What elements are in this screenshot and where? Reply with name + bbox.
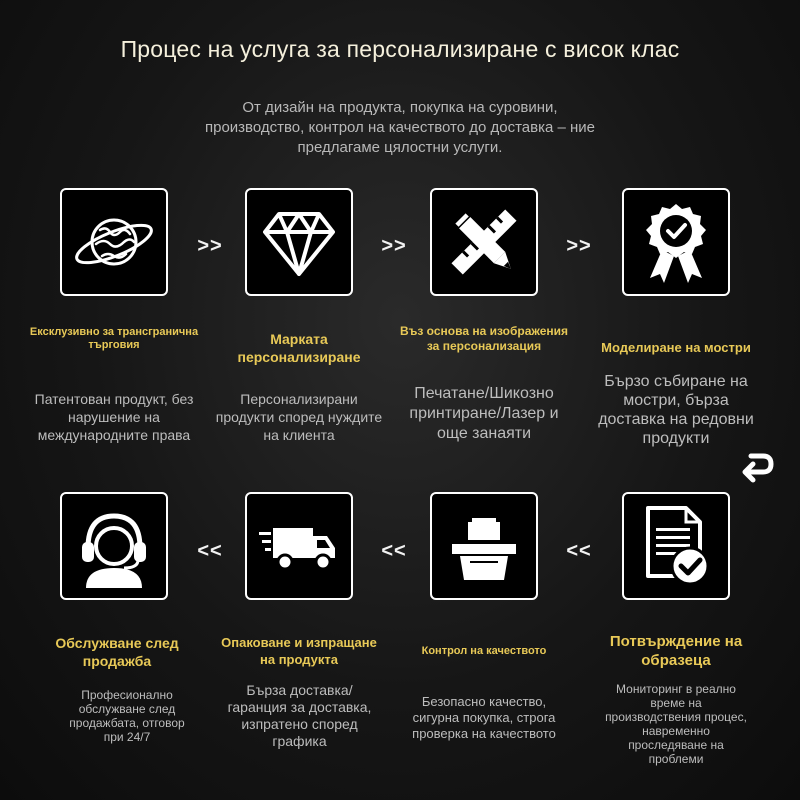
diamond-icon [263, 212, 335, 276]
step-2-label: Марката персонализиране [237, 331, 361, 365]
step-arrow-5: << [197, 540, 223, 562]
step-8-label: Обслужване след продажба [55, 635, 179, 669]
step-6-icon-box [430, 492, 538, 600]
step-3-desc: Печатане/Шикозно принтиране/Лазер и още … [409, 385, 559, 442]
step-4-icon-box [622, 188, 730, 296]
step-arrow-6: << [381, 540, 407, 562]
step-5-desc: Мониторинг в реално време на производств… [605, 682, 747, 766]
step-7-desc: Бърза доставка/гаранция за доставка, изп… [227, 682, 372, 749]
step-2-desc: Персонализирани продукти според нуждите … [215, 391, 383, 443]
delivery-truck-icon [259, 528, 335, 571]
ruler-pencil-icon [451, 209, 517, 275]
step-4-label: Моделиране на мостри [601, 340, 751, 355]
step-6-desc: Безопасно качество, сигурна покупка, стр… [412, 694, 556, 741]
step-8-desc: Професионално обслужване след продажбата… [69, 688, 185, 744]
step-3-icon-box [430, 188, 538, 296]
return-arrow-icon [742, 453, 774, 483]
step-5-label: Потвърждение на образеца [609, 633, 743, 669]
printer-icon [452, 518, 516, 580]
page-title: Процес на услуга за персонализиране с ви… [120, 36, 680, 62]
step-4-desc: Бързо събиране на мостри, бърза доставка… [598, 373, 754, 447]
step-5-icon-box [622, 492, 730, 600]
step-arrow-1: >> [197, 235, 223, 257]
step-8-icon-box [60, 492, 168, 600]
step-arrow-2: >> [381, 235, 407, 257]
headset-support-icon [82, 513, 146, 588]
step-arrow-3: >> [566, 235, 592, 257]
step-3-label: Въз основа на изображения за персонализа… [399, 324, 569, 353]
award-badge-icon [646, 204, 706, 283]
step-7-icon-box [245, 492, 353, 600]
step-2-icon-box [245, 188, 353, 296]
document-check-icon [646, 506, 710, 586]
step-1-desc: Патентован продукт, без нарушение на меж… [34, 391, 194, 443]
step-1-icon-box [60, 188, 168, 296]
page-subtitle: От дизайн на продукта, покупка на сурови… [204, 99, 595, 156]
step-arrow-7: << [566, 540, 592, 562]
planet-icon [75, 218, 153, 266]
step-7-label: Опаковане и изпращане на продукта [221, 635, 377, 667]
step-1-label: Ексклузивно за трансгранична търговия [29, 326, 199, 351]
step-6-label: Контрол на качеството [421, 645, 547, 657]
